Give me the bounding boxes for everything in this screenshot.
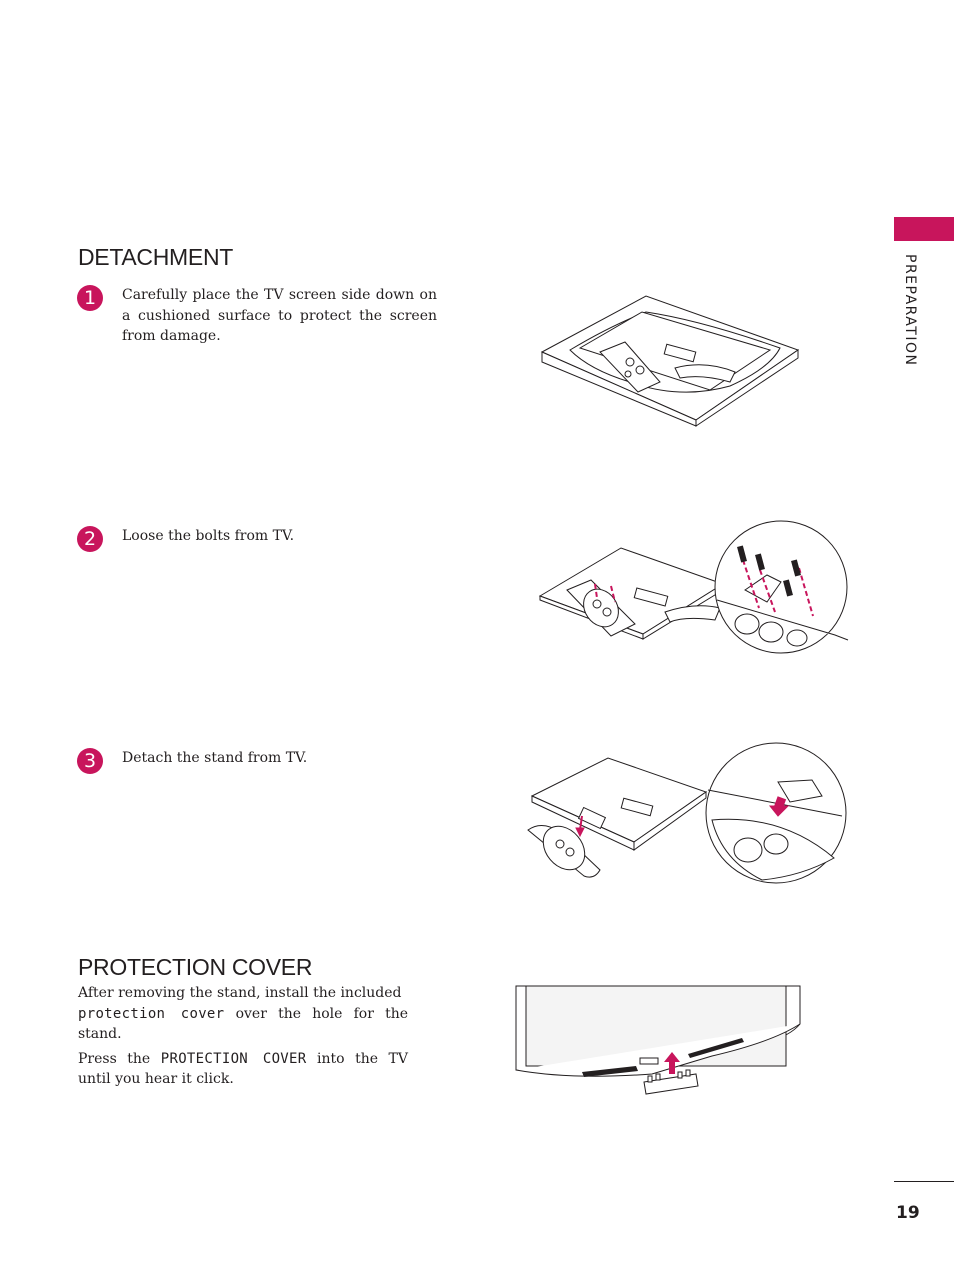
page-number: 19 [896, 1203, 920, 1223]
protection-cover-line-1: After removing the stand, install the in… [78, 985, 402, 1001]
step-2-badge: 2 [77, 526, 103, 552]
protection-cover-line-3a: Press the [78, 1050, 161, 1067]
tv-on-cushion-illustration [540, 295, 800, 427]
step-1-text: Carefully place the TV screen side down … [122, 287, 437, 344]
detach-stand-illustration [527, 742, 847, 884]
section-label: PREPARATION [902, 254, 918, 367]
step-3-text: Detach the stand from TV. [122, 750, 308, 766]
protection-cover-term-caps: PROTECTION COVER [160, 1050, 307, 1067]
protection-cover-term: protection cover [78, 1005, 225, 1022]
step-1-badge: 1 [77, 285, 103, 311]
protection-cover-text: After removing the stand, install the in… [78, 983, 408, 1090]
protection-cover-line-2: over the hole for the stand. [78, 1005, 408, 1043]
loosen-bolts-illustration [538, 520, 849, 654]
step-3-badge: 3 [77, 748, 103, 774]
section-tab [894, 217, 954, 241]
protection-cover-illustration [515, 985, 801, 1095]
footer-rule [894, 1181, 954, 1182]
detachment-heading: DETACHMENT [78, 244, 234, 270]
step-2-text: Loose the bolts from TV. [122, 528, 295, 544]
protection-cover-heading: PROTECTION COVER [78, 954, 313, 980]
protection-cover-line-3b: into the TV until you hear it click. [78, 1050, 408, 1088]
